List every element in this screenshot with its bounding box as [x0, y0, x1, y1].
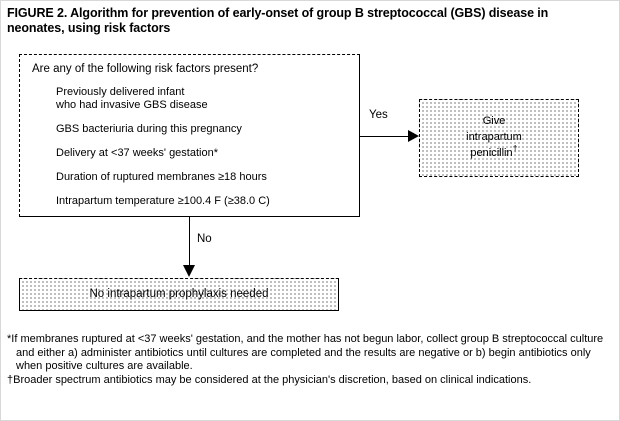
risk-factor-item: Duration of ruptured membranes ≥18 hours — [56, 171, 356, 184]
figure-title: FIGURE 2. Algorithm for prevention of ea… — [7, 6, 549, 35]
no-prophylaxis-text: No intrapartum prophylaxis needed — [89, 288, 269, 300]
risk-factor-item: Delivery at <37 weeks' gestation* — [56, 147, 356, 160]
footnote-asterisk: *If membranes ruptured at <37 weeks' ges… — [7, 333, 613, 374]
give-penicillin-drug: penicillin — [470, 147, 513, 159]
give-penicillin-text: Give intrapartum penicillin† — [420, 113, 568, 161]
give-penicillin-box: Give intrapartum penicillin† — [419, 99, 579, 177]
risk-factor-line: who had invasive GBS disease — [56, 99, 208, 111]
risk-factor-line: Duration of ruptured membranes ≥18 hours — [56, 171, 267, 183]
no-branch-connector-line — [189, 217, 190, 267]
risk-factor-line: Delivery at <37 weeks' gestation* — [56, 147, 218, 159]
risk-factor-line: GBS bacteriuria during this pregnancy — [56, 123, 242, 135]
yes-branch-label: Yes — [369, 109, 388, 121]
risk-factor-line: Previously delivered infant — [56, 86, 185, 98]
risk-factor-line: Intrapartum temperature ≥100.4 F (≥38.0 … — [56, 195, 270, 207]
give-penicillin-line3: penicillin† — [420, 143, 568, 161]
no-branch-label: No — [197, 233, 212, 245]
footnote-text: Broader spectrum antibiotics may be cons… — [13, 373, 532, 386]
footnote-marker: * — [7, 333, 12, 345]
yes-branch-arrowhead — [408, 130, 419, 142]
risk-factors-list: Previously delivered infant who had inva… — [56, 86, 356, 208]
risk-factor-item: GBS bacteriuria during this pregnancy — [56, 123, 356, 136]
yes-branch-connector-line — [360, 136, 410, 137]
footnote-dagger: †Broader spectrum antibiotics may be con… — [7, 374, 613, 388]
footnotes: *If membranes ruptured at <37 weeks' ges… — [7, 333, 613, 387]
give-penicillin-line2: intrapartum — [466, 131, 522, 143]
footnote-text: If membranes ruptured at <37 weeks' gest… — [11, 333, 604, 372]
footnote-marker: † — [7, 373, 14, 386]
risk-factors-question: Are any of the following risk factors pr… — [32, 63, 259, 75]
risk-factor-item: Intrapartum temperature ≥100.4 F (≥38.0 … — [56, 195, 356, 208]
no-branch-arrowhead — [183, 265, 195, 277]
dagger-footnote-marker: † — [512, 143, 518, 154]
risk-factors-decision-box: Are any of the following risk factors pr… — [19, 54, 360, 217]
risk-factor-item: Previously delivered infant who had inva… — [56, 86, 356, 112]
give-penicillin-line1: Give — [482, 115, 506, 127]
no-prophylaxis-box: No intrapartum prophylaxis needed — [19, 278, 339, 311]
